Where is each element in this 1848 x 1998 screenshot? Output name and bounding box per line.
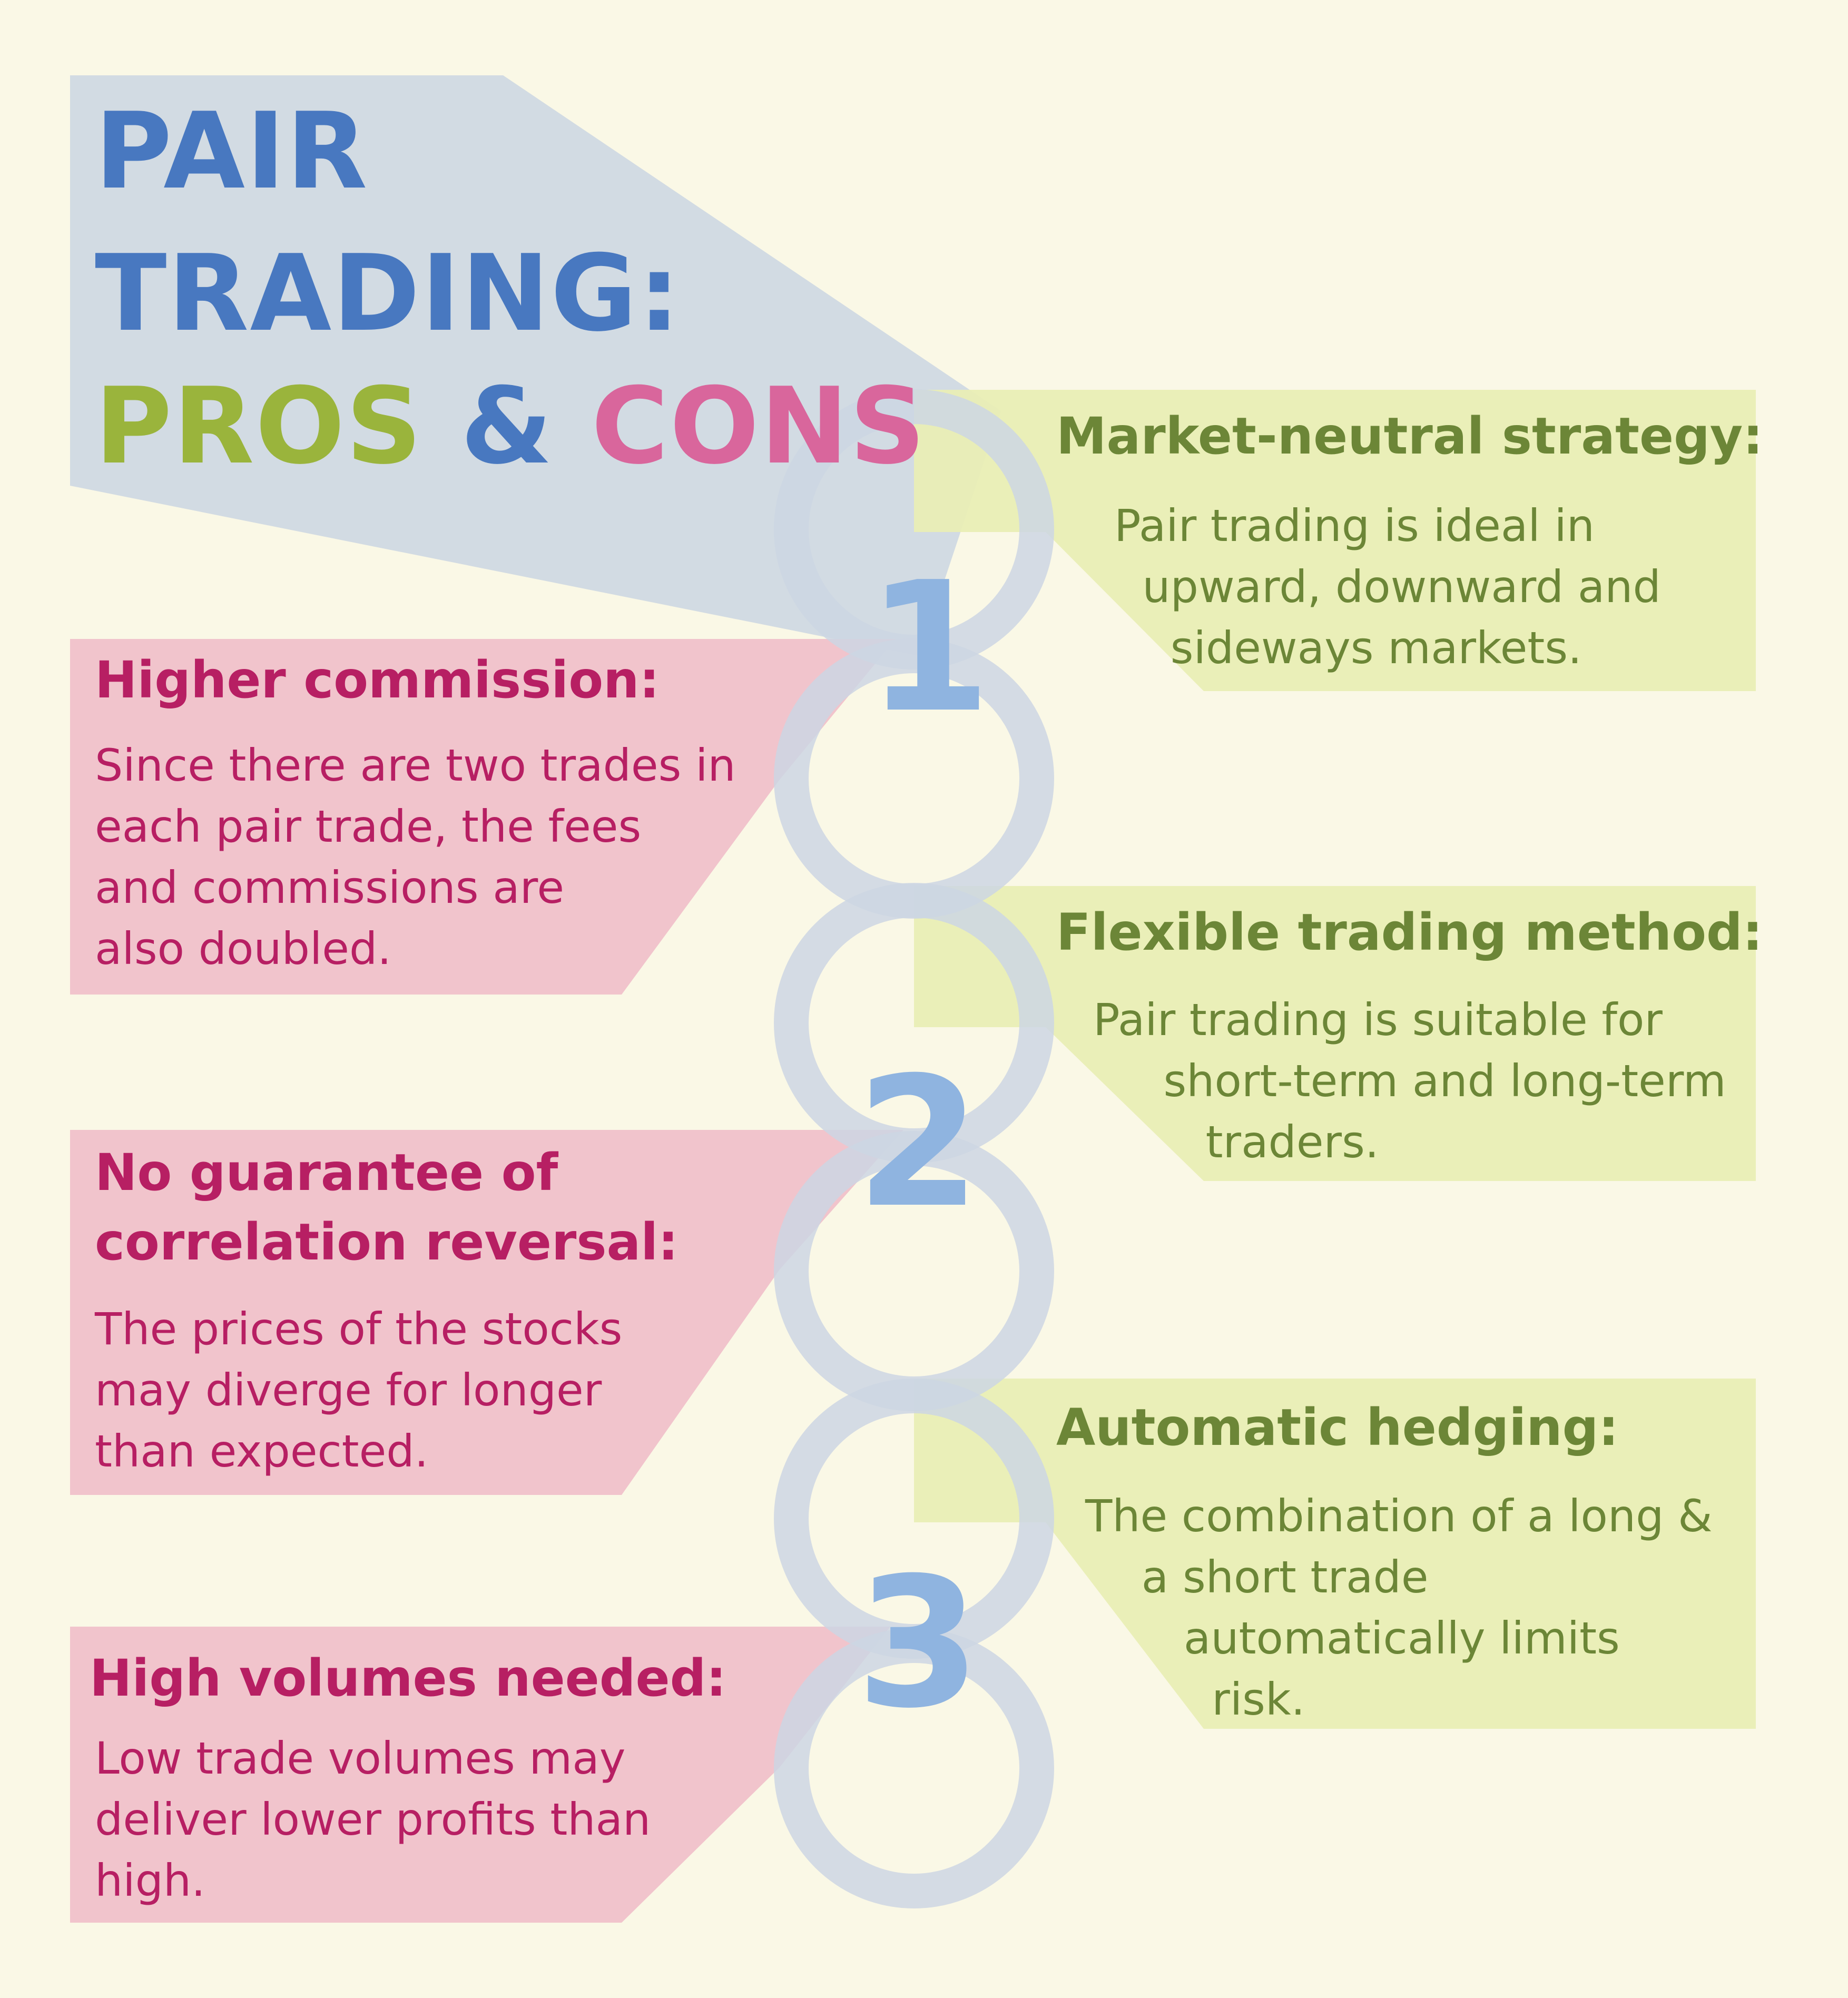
pro-heading-1: Market-neutral strategy: — [1056, 407, 1763, 466]
con-box-3 — [70, 1627, 890, 1923]
title-amp: & — [460, 365, 554, 488]
con-heading-1: Higher commission: — [95, 651, 660, 710]
pro-heading-2: Flexible trading method: — [1056, 903, 1763, 962]
number-3: 3 — [856, 1539, 981, 1748]
con-body-1: Since there are two trades in each pair … — [95, 740, 736, 975]
ring-6 — [774, 1628, 1054, 1908]
pro-body-2: Pair trading is suitable for short-term … — [1093, 994, 1726, 1168]
con-heading-2: No guarantee of correlation reversal: — [95, 1143, 679, 1272]
pro-body-3: The combination of a long & a short trad… — [1085, 1490, 1713, 1725]
title-line-2: TRADING: — [95, 232, 682, 355]
pro-box-2 — [914, 886, 1756, 1181]
pro-heading-3: Automatic hedging: — [1056, 1398, 1619, 1457]
number-2: 2 — [856, 1039, 981, 1247]
title-line-3: PROS & CONS — [95, 358, 927, 495]
pro-box-3 — [914, 1379, 1756, 1729]
pro-body-1: Pair trading is ideal in upward, downwar… — [1114, 500, 1661, 674]
title-cons: CONS — [591, 365, 927, 488]
con-box-1 — [70, 639, 896, 995]
con-body-2: The prices of the stocks may diverge for… — [95, 1303, 623, 1477]
title-banner — [70, 75, 1001, 656]
title-line-1: PAIR — [95, 90, 369, 213]
con-heading-3: High volumes needed: — [90, 1649, 726, 1708]
pro-box-1 — [914, 390, 1756, 691]
con-body-3: Low trade volumes may deliver lower prof… — [95, 1733, 651, 1906]
con-box-2 — [70, 1130, 903, 1495]
number-1: 1 — [867, 544, 991, 752]
title-pros: PROS — [95, 365, 423, 488]
